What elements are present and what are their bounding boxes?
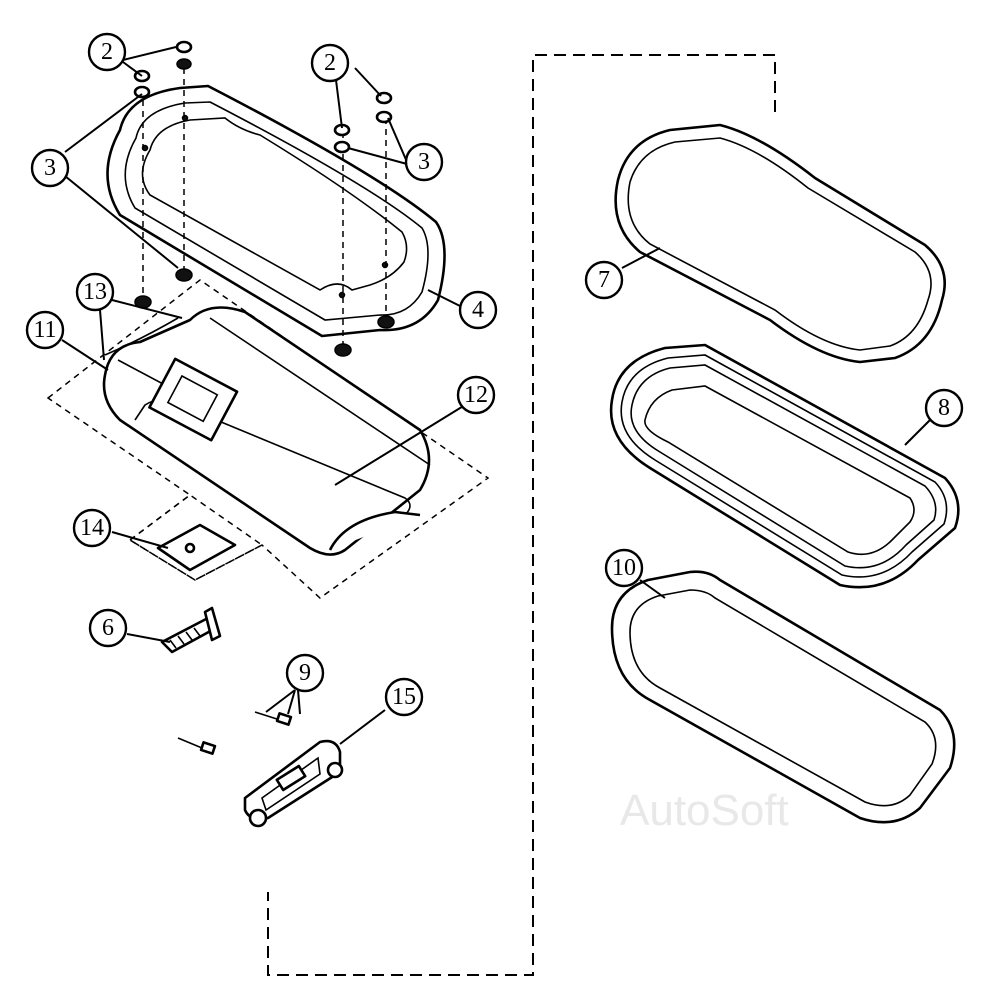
svg-text:8: 8 bbox=[938, 395, 950, 421]
callout-3a: 3 bbox=[30, 148, 70, 188]
svg-text:15: 15 bbox=[392, 684, 416, 710]
callout-2b: 2 bbox=[310, 43, 350, 83]
svg-text:3: 3 bbox=[418, 149, 430, 175]
dashed-connector-frame bbox=[267, 54, 776, 976]
callout-2a: 2 bbox=[87, 32, 127, 72]
svg-text:4: 4 bbox=[472, 297, 484, 323]
svg-text:2: 2 bbox=[101, 39, 113, 65]
svg-text:6: 6 bbox=[102, 615, 114, 641]
callout-15: 15 bbox=[384, 677, 424, 717]
callout-3b: 3 bbox=[404, 142, 444, 182]
callout-7: 7 bbox=[584, 260, 624, 300]
callout-14: 14 bbox=[72, 508, 112, 548]
part-10-bottom-frame bbox=[610, 570, 956, 824]
svg-text:3: 3 bbox=[44, 155, 56, 181]
part-14-plate bbox=[156, 523, 237, 572]
svg-text:11: 11 bbox=[33, 317, 56, 343]
svg-text:9: 9 bbox=[299, 660, 311, 686]
callout-10: 10 bbox=[604, 548, 644, 588]
callout-13: 13 bbox=[75, 272, 115, 312]
callout-11: 11 bbox=[25, 310, 65, 350]
part-12-housing bbox=[102, 306, 431, 556]
svg-text:2: 2 bbox=[324, 50, 336, 76]
part-15-bracket bbox=[177, 711, 344, 828]
svg-text:13: 13 bbox=[83, 279, 107, 305]
callout-8: 8 bbox=[924, 388, 964, 428]
callout-4: 4 bbox=[458, 290, 498, 330]
part-6-clip bbox=[160, 606, 222, 654]
callout-9: 9 bbox=[285, 653, 325, 693]
svg-text:7: 7 bbox=[598, 267, 610, 293]
svg-text:10: 10 bbox=[612, 555, 636, 581]
watermark-text: AutoSoft bbox=[620, 786, 789, 835]
callout-12: 12 bbox=[456, 375, 496, 415]
part-4-roof-frame bbox=[106, 84, 446, 338]
svg-text:14: 14 bbox=[80, 515, 104, 541]
callout-6: 6 bbox=[88, 608, 128, 648]
svg-text:12: 12 bbox=[464, 382, 488, 408]
plate-14-boundary bbox=[128, 494, 264, 581]
part-8-seal-frame bbox=[609, 343, 960, 589]
part-7-glass-panel bbox=[614, 123, 946, 364]
leader-lines bbox=[61, 46, 931, 745]
nuts-and-washers bbox=[133, 40, 395, 357]
